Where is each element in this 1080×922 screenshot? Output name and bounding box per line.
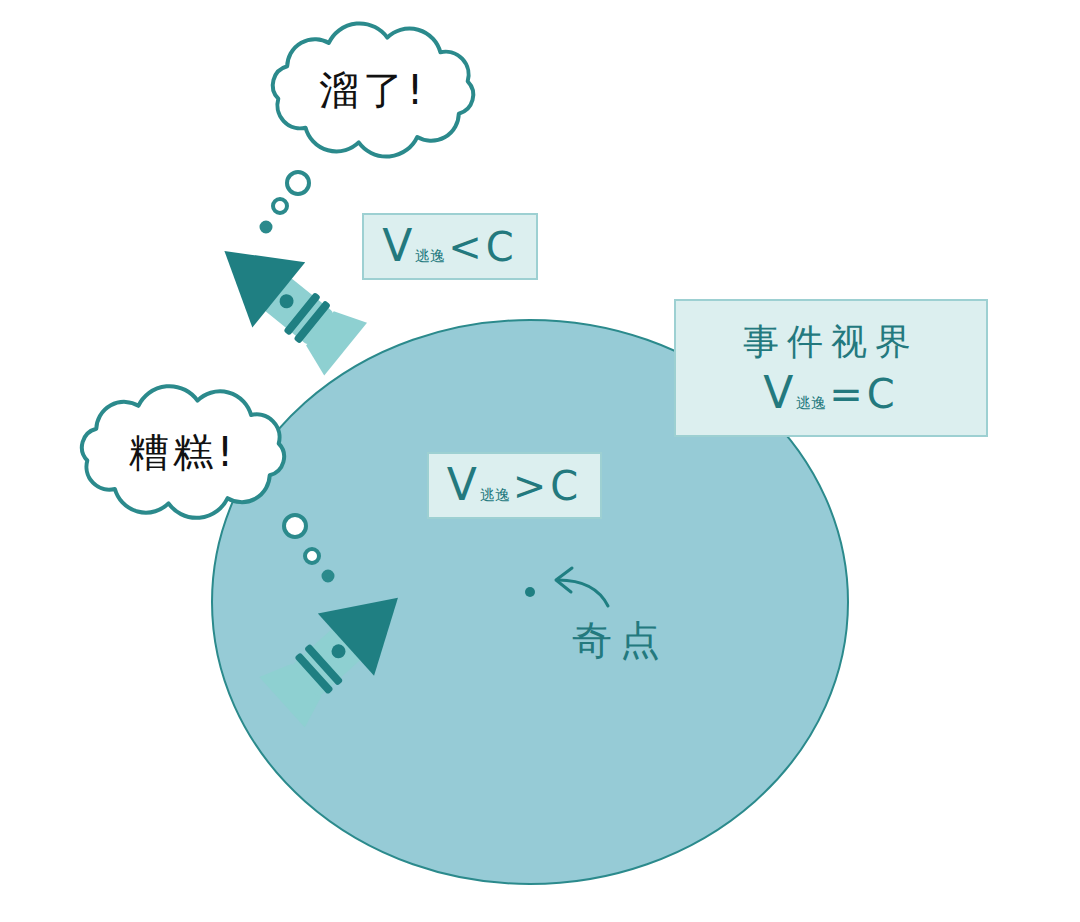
singularity-label: 奇点 xyxy=(572,613,668,668)
thought-dot xyxy=(284,515,306,537)
pointer-head xyxy=(556,568,572,592)
thought-dots xyxy=(262,172,310,232)
box-content: 事件视界V逃逸=C xyxy=(743,317,919,420)
velocity-symbol: V xyxy=(382,220,412,272)
thought-text: 糟糕! xyxy=(129,425,237,480)
relation: =C xyxy=(829,368,898,420)
text-line: V逃逸<C xyxy=(382,220,518,273)
velocity-symbol: V xyxy=(447,459,477,511)
text-line: V逃逸=C xyxy=(763,367,899,420)
thought-dot xyxy=(324,572,333,581)
box-content: V逃逸<C xyxy=(382,220,518,273)
velocity-box: V逃逸<C xyxy=(362,213,538,280)
thought-cloud: 糟糕! xyxy=(64,378,302,526)
thought-text: 溜了! xyxy=(319,63,427,118)
pointer-arrow xyxy=(558,580,608,606)
relation: <C xyxy=(448,221,517,273)
falling-rocket xyxy=(254,567,426,734)
thought-dot xyxy=(305,549,319,563)
thought-cloud: 溜了! xyxy=(255,15,491,165)
rocket-nose xyxy=(318,567,426,676)
text-line: V逃逸>C xyxy=(447,459,583,512)
velocity-box: 事件视界V逃逸=C xyxy=(674,299,988,437)
cloud-shape xyxy=(82,386,284,518)
subscript: 逃逸 xyxy=(796,394,826,413)
box-heading: 事件视界 xyxy=(743,317,919,367)
box-content: V逃逸>C xyxy=(447,459,583,512)
escaping-rocket xyxy=(198,218,372,381)
velocity-box: V逃逸>C xyxy=(427,452,602,519)
subscript: 逃逸 xyxy=(480,486,510,505)
relation: >C xyxy=(513,460,582,512)
subscript: 逃逸 xyxy=(415,247,445,266)
rocket-window xyxy=(329,641,349,661)
singularity-dot xyxy=(525,587,535,597)
cloud-shape xyxy=(273,23,473,156)
velocity-symbol: V xyxy=(763,367,793,419)
rocket-stripe xyxy=(294,652,333,695)
text-line: 事件视界 xyxy=(743,317,919,367)
